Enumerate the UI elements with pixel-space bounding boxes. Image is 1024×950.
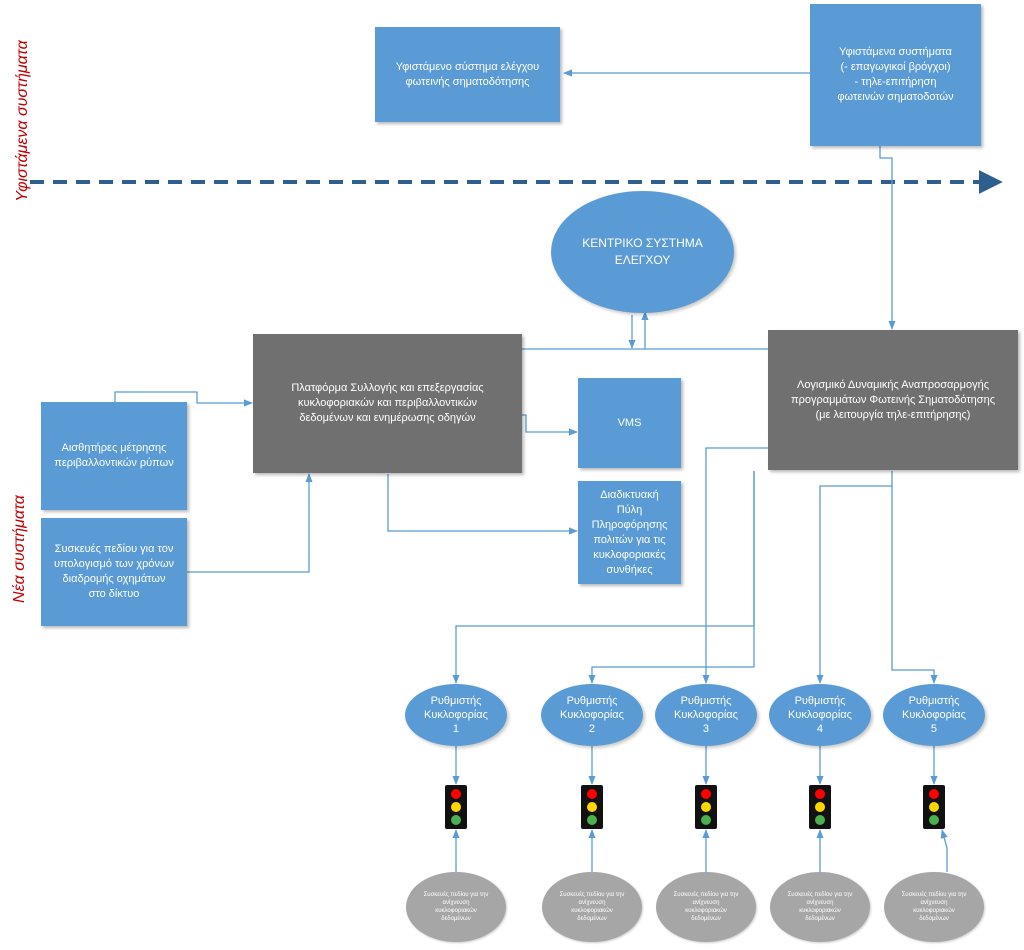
traffic-light-3 <box>695 785 717 829</box>
traffic-controller-4: Ρυθμιστής Κυκλοφορίας 4 <box>769 684 871 746</box>
dynamic-signal-software-box: Λογισμικό Δυναμικής Αναπροσαρμογής προγρ… <box>768 330 1018 470</box>
connector-platform-to-vms <box>522 414 578 436</box>
connector-existing-to-software <box>879 146 896 330</box>
traffic-light-lamp <box>587 815 597 825</box>
citizen-portal-box: Διαδικτυακή Πύλη Πληροφόρησης πολιτών γι… <box>578 481 681 584</box>
connector-device-to-light-5 <box>940 829 948 872</box>
traffic-light-5 <box>923 785 945 829</box>
traffic-light-lamp <box>929 789 939 799</box>
traffic-light-lamp <box>451 815 461 825</box>
traffic-light-lamp <box>701 815 711 825</box>
existing-systems-box: Υφιστάμενα συστήματα (- επαγωγικοί βρόγχ… <box>810 4 981 146</box>
vms-box: VMS <box>578 378 681 468</box>
data-platform-box: Πλατφόρμα Συλλογής και επεξεργασίας κυκλ… <box>253 334 522 473</box>
traffic-controller-2: Ρυθμιστής Κυκλοφορίας 2 <box>541 684 643 746</box>
travel-time-devices-box: Συσκευές πεδίου για τον υπολογισμό των χ… <box>41 518 187 626</box>
connector-fielddevices-to-platform <box>187 473 313 573</box>
traffic-light-lamp <box>929 802 939 812</box>
traffic-light-2 <box>581 785 603 829</box>
traffic-light-lamp <box>587 789 597 799</box>
traffic-light-4 <box>809 785 831 829</box>
traffic-light-lamp <box>451 789 461 799</box>
connector-software-to-controller-3 <box>702 447 768 684</box>
traffic-detection-device-5: Συσκευές πεδίου για την ανίχνευση κυκλοφ… <box>884 872 984 942</box>
connector-platform-to-portal <box>387 474 578 535</box>
traffic-light-lamp <box>815 815 825 825</box>
traffic-light-lamp <box>701 802 711 812</box>
traffic-light-lamp <box>815 789 825 799</box>
traffic-controller-1: Ρυθμιστής Κυκλοφορίας 1 <box>405 684 507 746</box>
new-systems-label: Νέα συστήματα <box>11 495 28 603</box>
existing-control-system-box: Υφιστάμενο σύστημα ελέγχου φωτεινής σημα… <box>375 27 560 122</box>
connector-software-to-controller-2 <box>588 471 755 684</box>
traffic-detection-device-1: Συσκευές πεδίου για την ανίχνευση κυκλοφ… <box>406 872 506 942</box>
connector-software-to-controller-4 <box>816 471 893 684</box>
traffic-light-lamp <box>587 802 597 812</box>
central-control-system: ΚΕΝΤΡΙΚΟ ΣΥΣΤΗΜΑ ΕΛΕΓΧΟΥ <box>551 191 734 313</box>
connector-sensors-to-platform <box>114 391 253 407</box>
traffic-light-lamp <box>701 789 711 799</box>
traffic-controller-5: Ρυθμιστής Κυκλοφορίας 5 <box>883 684 985 746</box>
pollution-sensors-box: Αισθητήρες μέτρησης περιβαλλοντικών ρύπω… <box>41 402 187 510</box>
traffic-light-lamp <box>451 802 461 812</box>
existing-systems-label: Υφιστάμενα συστήματα <box>14 40 31 202</box>
traffic-light-1 <box>445 785 467 829</box>
traffic-light-lamp <box>929 815 939 825</box>
connector-software-to-controller-5 <box>891 486 938 684</box>
traffic-controller-3: Ρυθμιστής Κυκλοφορίας 3 <box>655 684 757 746</box>
traffic-detection-device-3: Συσκευές πεδίου για την ανίχνευση κυκλοφ… <box>656 872 756 942</box>
traffic-detection-device-2: Συσκευές πεδίου για την ανίχνευση κυκλοφ… <box>542 872 642 942</box>
traffic-detection-device-4: Συσκευές πεδίου για την ανίχνευση κυκλοφ… <box>770 872 870 942</box>
traffic-light-lamp <box>815 802 825 812</box>
